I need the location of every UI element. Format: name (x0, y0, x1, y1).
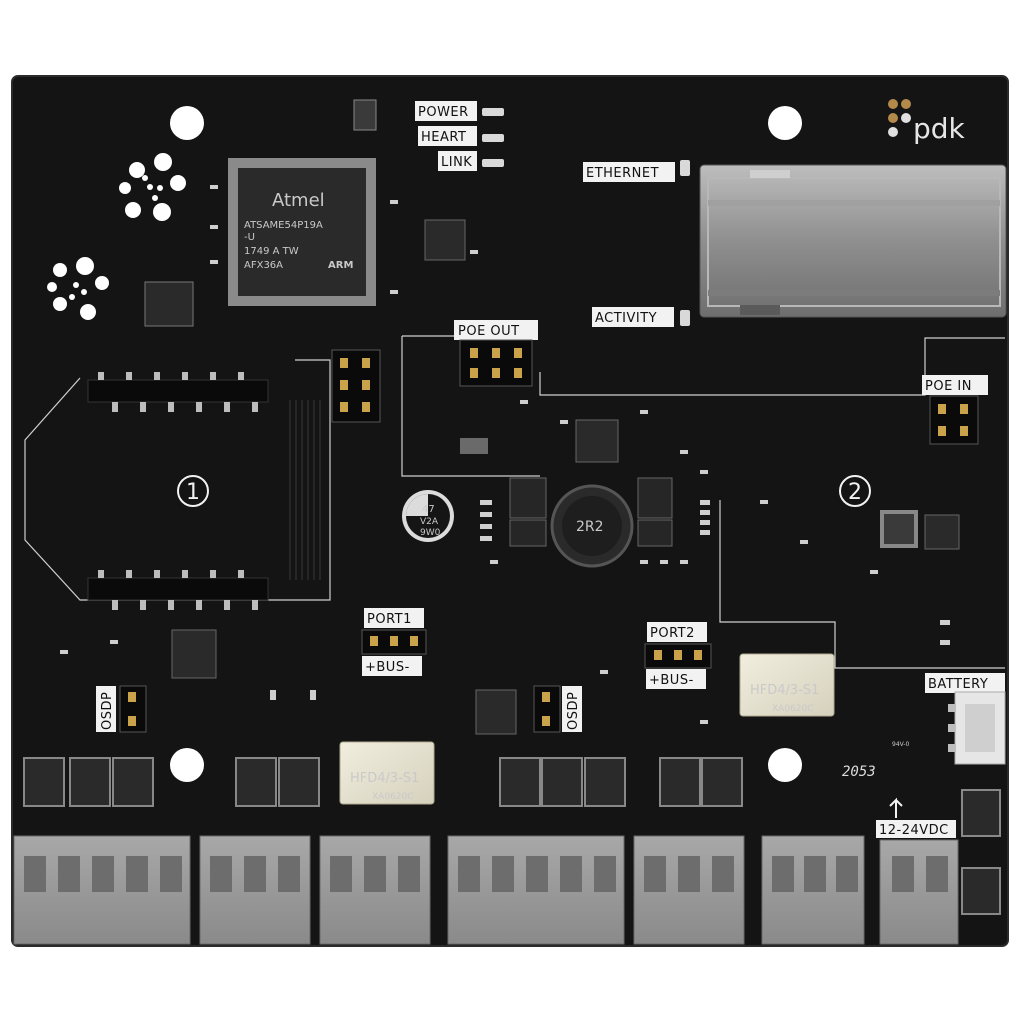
activity-label: ACTIVITY (595, 311, 657, 326)
mcu-part: ATSAME54P19A (244, 220, 323, 231)
poe-out-label: POE OUT (458, 324, 520, 339)
mcu-arch: ARM (328, 260, 353, 271)
terminal-block-3 (319, 835, 431, 945)
rating-text: 94V-0 (892, 741, 910, 748)
mcu-chip: Atmel ATSAME54P19A -U 1749 A TW AFX36A A… (228, 158, 376, 306)
brand-text: pdk (913, 112, 966, 145)
bus2-label: +BUS- (649, 673, 694, 688)
link-label: LINK (441, 155, 472, 170)
port1-connector: PORT1 +BUS- (361, 608, 427, 676)
cap-voltage: V2A (420, 517, 439, 527)
mcu-code: AFX36A (244, 260, 283, 271)
vent-holes-top (119, 153, 186, 221)
terminal-block-6 (761, 835, 865, 945)
relay-2: HFD4/3-S1 XA0620C (739, 653, 835, 717)
power-inductor: 2R2 (550, 484, 634, 568)
relay-1: HFD4/3-S1 XA0620C (339, 741, 435, 805)
power-label: POWER (418, 105, 469, 120)
smd-components (60, 185, 950, 724)
zone-1-marker: 1 (177, 475, 209, 507)
osdp1-label: OSDP (100, 692, 115, 730)
heart-label: HEART (421, 130, 466, 145)
status-led-labels: POWER HEART LINK ETHERNET ACTIVITY (415, 101, 690, 327)
small-ics (144, 99, 960, 735)
port1-label: PORT1 (367, 612, 412, 627)
terminal-block-2 (199, 835, 311, 945)
header-strip-top (87, 372, 269, 412)
relay-2-code: XA0620C (772, 704, 814, 714)
vent-holes-mid (47, 257, 109, 320)
header-strip-bottom (87, 570, 269, 610)
zone-2-label: 2 (848, 480, 862, 505)
ethernet-jack (699, 164, 1007, 318)
pcb-traces (289, 400, 321, 580)
cap-value: 47 (422, 504, 435, 515)
mcu-brand: Atmel (272, 190, 325, 211)
ethernet-label: ETHERNET (586, 166, 659, 181)
poe-in-label: POE IN (925, 379, 972, 394)
mounting-holes (170, 106, 802, 782)
terminal-block-5 (633, 835, 745, 945)
port2-label: PORT2 (650, 626, 695, 641)
terminal-block-1 (13, 835, 191, 945)
poe-out-header: POE OUT (454, 320, 538, 387)
battery-label: BATTERY (928, 677, 988, 692)
bus1-label: +BUS- (365, 660, 410, 675)
terminal-blocks (13, 835, 959, 945)
mcu-variant: -U (244, 232, 255, 243)
osdp-jumper-2: OSDP (533, 685, 582, 733)
relay-1-code: XA0620C (372, 792, 414, 802)
terminal-block-4 (447, 835, 625, 945)
mcu-lot: 1749 A TW (244, 246, 299, 257)
battery-connector: BATTERY (925, 673, 1006, 765)
power-input-label: 12-24VDC (876, 797, 956, 838)
relay-1-model: HFD4/3-S1 (350, 771, 419, 786)
silk-code: 2053 (842, 764, 876, 780)
electrolytic-capacitor: 47 V2A 9W0 (402, 490, 454, 542)
inductor-value: 2R2 (576, 519, 604, 535)
relay-2-model: HFD4/3-S1 (750, 683, 819, 698)
tvs-diodes (23, 757, 1001, 915)
terminal-block-power (879, 839, 959, 945)
osdp-jumper-1: OSDP (96, 685, 147, 733)
poe-in-header: POE IN (922, 375, 988, 445)
osdp2-label: OSDP (566, 692, 581, 730)
j3-header (331, 349, 381, 423)
pdk-logo: pdk (888, 99, 966, 145)
port2-connector: PORT2 +BUS- (644, 622, 712, 689)
voltage-label: 12-24VDC (879, 823, 949, 838)
zone-2-marker: 2 (839, 475, 871, 507)
cap-code: 9W0 (420, 528, 441, 538)
zone-1-label: 1 (186, 480, 200, 505)
